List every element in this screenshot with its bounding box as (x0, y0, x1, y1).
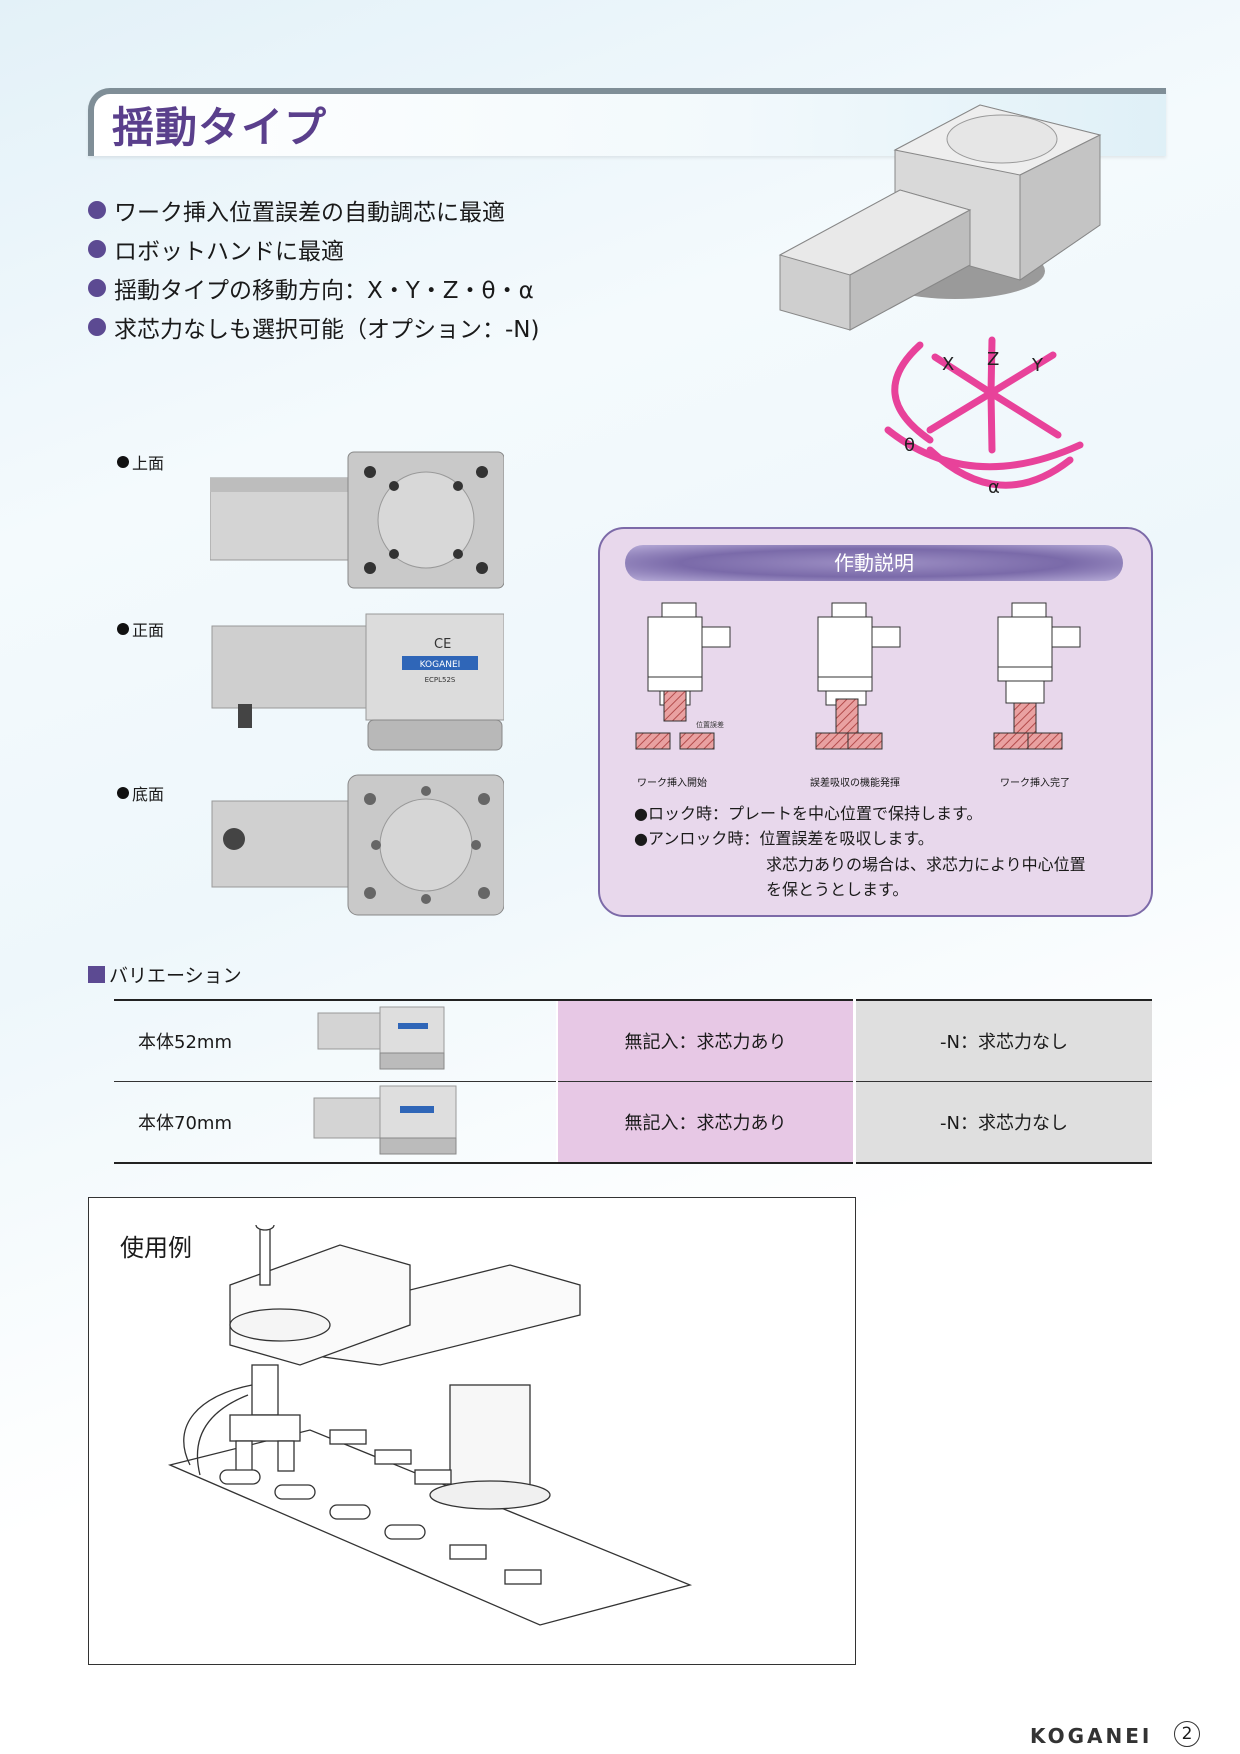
view-label-front: 正面 (117, 617, 164, 641)
product-model-label: ECPL52S (425, 676, 456, 684)
size-cell: 本体52mm (114, 999, 310, 1082)
option-n-cell: -N：求芯力なし (853, 999, 1152, 1082)
brand-logo: KOGANEI (1030, 1724, 1153, 1748)
square-bullet-icon (88, 966, 105, 983)
product-illustration: X Z Y θ α (778, 104, 1102, 498)
bullet-icon (88, 200, 106, 219)
size-cell: 本体70mm (114, 1081, 310, 1164)
usage-title: 使用例 (120, 1234, 192, 1262)
bullet-icon (88, 278, 106, 297)
robot-usage-illustration (167, 1225, 693, 1626)
bullet-icon (88, 317, 106, 336)
top-view-photo (210, 451, 504, 589)
axis-label-alpha: α (988, 477, 1000, 498)
unlock-description-cont: 求芯力ありの場合は、求芯力により中心位置 (766, 855, 1086, 874)
product-thumbnail (313, 1085, 457, 1154)
thumbnail-cell (310, 1081, 557, 1164)
bottom-view-photo (211, 774, 504, 916)
step-caption: 誤差吸収の機能発揮 (810, 778, 900, 789)
product-thumbnail (317, 1006, 445, 1069)
diagram-step-2 (815, 602, 901, 750)
option-default-cell: 無記入：求芯力あり (556, 1081, 855, 1164)
feature-item: 揺動タイプの移動方向：X・Y・Z・θ・α (88, 268, 539, 307)
position-error-annotation: 位置誤差 (696, 720, 724, 729)
thumbnail-cell (310, 999, 557, 1082)
front-view-photo: KOGANEI ECPL52S CE (211, 613, 504, 751)
axis-label-x: X (942, 354, 954, 375)
operation-panel (598, 527, 1153, 917)
table-row: 本体52mm 無記入：求芯力あり -N：求芯力なし (114, 999, 1152, 1082)
axis-label-theta: θ (904, 435, 915, 456)
feature-item: ロボットハンドに最適 (88, 229, 539, 268)
option-default-cell: 無記入：求芯力あり (556, 999, 855, 1082)
page-number: 2 (1174, 1721, 1200, 1747)
product-brand-label: KOGANEI (420, 660, 461, 670)
diagram-step-1: 位置誤差 (635, 602, 731, 750)
feature-item: ワーク挿入位置誤差の自動調芯に最適 (88, 190, 539, 229)
diagram-step-3 (993, 602, 1081, 750)
option-n-cell: -N：求芯力なし (853, 1081, 1152, 1164)
unlock-description-cont: を保とうとします。 (766, 880, 909, 899)
ce-mark-icon: CE (434, 637, 451, 652)
table-row: 本体70mm 無記入：求芯力あり -N：求芯力なし (114, 1081, 1152, 1164)
feature-item: 求芯力なしも選択可能（オプション：-N) (88, 307, 539, 346)
bullet-icon (88, 239, 106, 258)
view-label-top: 上面 (117, 450, 164, 474)
feature-list: ワーク挿入位置誤差の自動調芯に最適 ロボットハンドに最適 揺動タイプの移動方向：… (88, 190, 539, 346)
variation-table: 本体52mm 無記入：求芯力あり -N：求芯力なし 本体70mm 無記入：求芯力… (114, 999, 1152, 1164)
step-caption: ワーク挿入開始 (637, 778, 707, 789)
lock-description: ●ロック時：プレートを中心位置で保持します。 (634, 804, 983, 823)
variation-heading: バリエーション (88, 961, 242, 988)
axis-label-z: Z (987, 349, 999, 370)
operation-diagrams: 位置誤差 (635, 602, 1081, 750)
view-label-bottom: 底面 (117, 781, 164, 805)
unlock-description: ●アンロック時：位置誤差を吸収します。 (634, 829, 934, 848)
operation-title: 作動説明 (625, 545, 1123, 581)
step-caption: ワーク挿入完了 (1000, 778, 1070, 789)
page-title: 揺動タイプ (112, 103, 328, 152)
axis-label-y: Y (1031, 355, 1044, 376)
